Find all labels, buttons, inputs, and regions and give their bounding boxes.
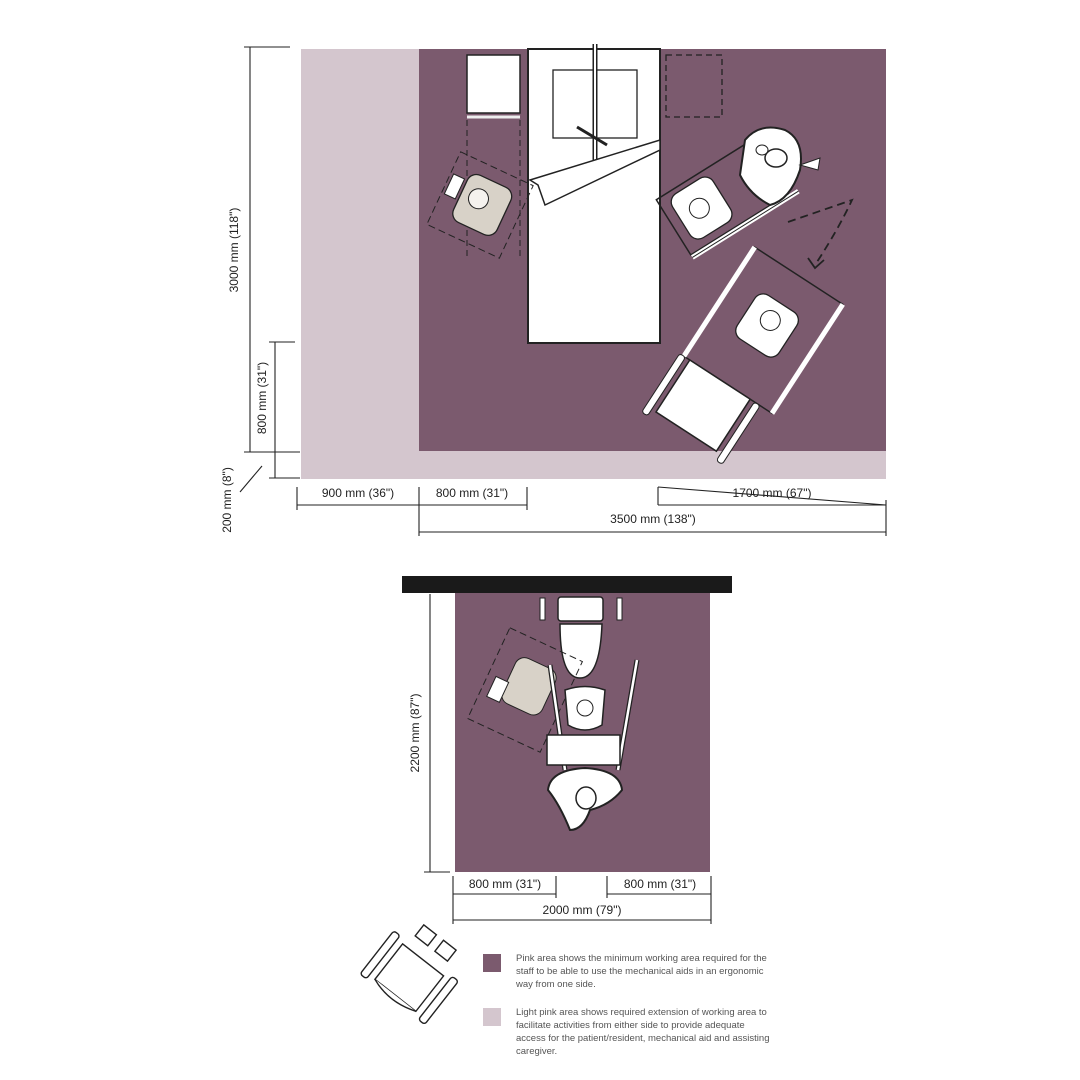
bedroom-plan: 3000 mm (118") 800 mm (31") 200 mm (8") … <box>220 44 887 536</box>
caregiver-bedroom <box>738 126 821 207</box>
bedroom-dimensions <box>239 46 887 536</box>
wheelchair-icon <box>360 923 458 1024</box>
mobile-hoist-right <box>655 137 800 260</box>
dim-bath-height: 2200 mm (87") <box>408 694 422 773</box>
wall <box>402 576 732 593</box>
dim-bath-width-left: 800 mm (31") <box>469 877 541 891</box>
caregiver-bathroom <box>546 766 624 832</box>
standing-aid <box>546 659 640 771</box>
mobile-hoist-left <box>426 151 534 259</box>
dim-height-bottom: 200 mm (8") <box>220 467 234 533</box>
dim-height-lower: 800 mm (31") <box>255 362 269 434</box>
grab-bars <box>539 597 623 621</box>
dim-width-total: 3500 mm (138") <box>610 512 696 526</box>
mobile-hoist-with-wheelchair <box>642 245 845 464</box>
dim-width-right-working: 1700 mm (67") <box>733 486 812 500</box>
legend-text-light-pink: Light pink area shows required extension… <box>516 1007 770 1057</box>
bathroom-dimensions <box>424 594 712 924</box>
bathroom-plan: 2200 mm (87") 800 mm (31") 800 mm (31") … <box>402 576 732 924</box>
bedside-table-right-dashed <box>665 54 723 118</box>
legend-text-pink: Pink area shows the minimum working area… <box>516 953 767 990</box>
dim-height-total: 3000 mm (118") <box>227 208 241 293</box>
mobile-hoist-dashed <box>466 627 584 753</box>
legend: Pink area shows the minimum working area… <box>483 952 783 1062</box>
dim-bath-width-total: 2000 mm (79") <box>543 903 622 917</box>
dim-bath-width-right: 800 mm (31") <box>624 877 696 891</box>
bedside-table-left <box>466 54 521 260</box>
bed <box>527 44 661 344</box>
dim-width-left-working: 800 mm (31") <box>436 486 508 500</box>
dim-width-left-extension: 900 mm (36") <box>322 486 394 500</box>
light-pink-swatch <box>483 1008 501 1026</box>
movement-arrow <box>787 198 854 270</box>
pink-swatch <box>483 954 501 972</box>
